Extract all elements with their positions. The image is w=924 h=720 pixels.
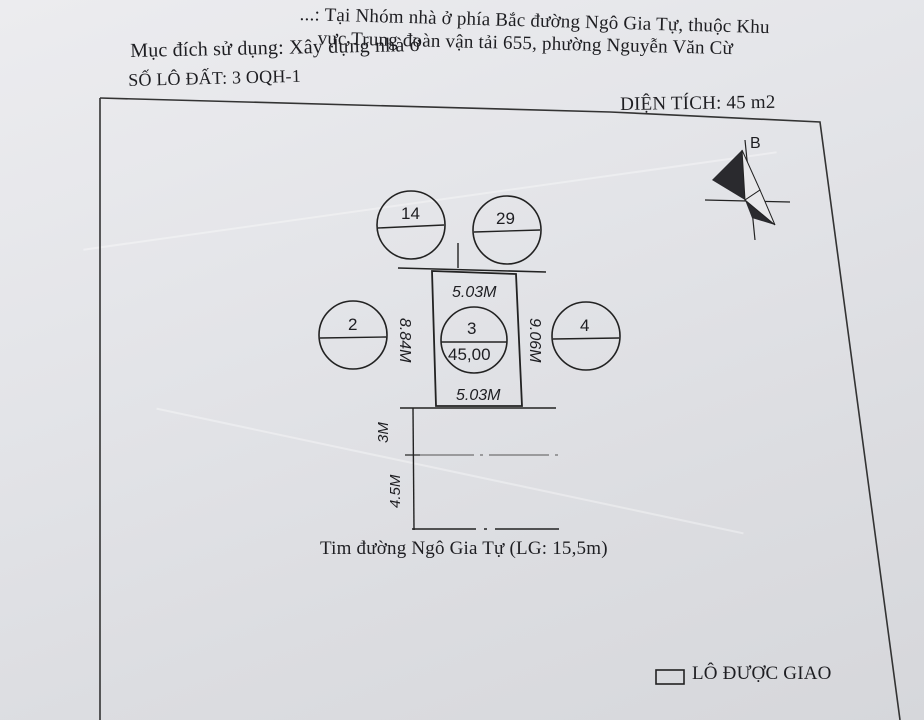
paper-crease <box>156 407 744 535</box>
paper-crease <box>83 151 777 251</box>
legend-label: LÔ ĐƯỢC GIAO <box>692 663 832 684</box>
road-centerline-label: Tim đường Ngô Gia Tự (LG: 15,5m) <box>320 538 608 559</box>
area-label: DIỆN TÍCH: 45 m2 <box>620 91 776 115</box>
lot-number: SỐ LÔ ĐẤT: 3 OQH-1 <box>128 65 302 90</box>
